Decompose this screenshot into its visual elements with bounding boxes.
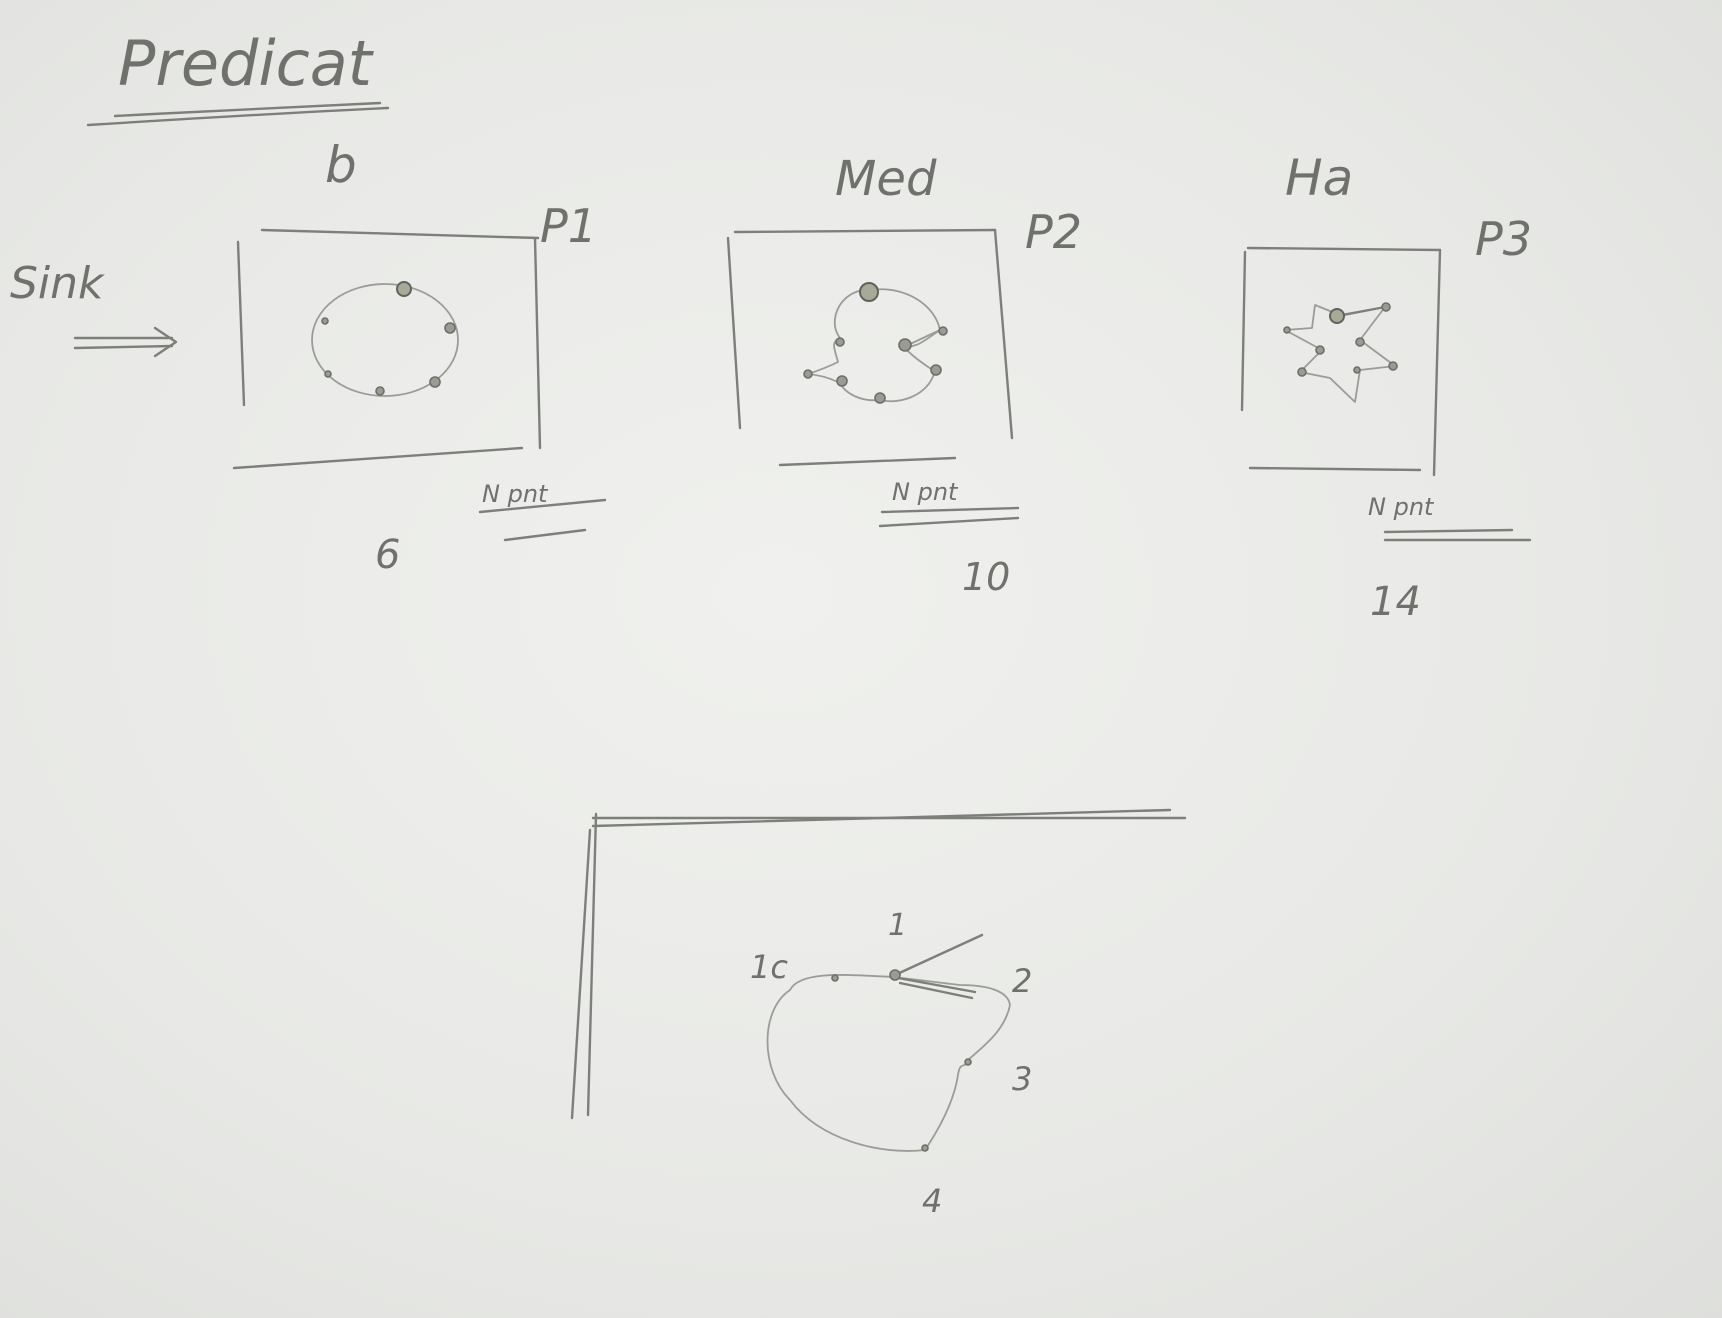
panel-p1-point [324,370,332,378]
detail-ray [893,933,984,977]
input-label: Sink [10,258,105,309]
panel-p2-point [898,338,912,352]
panel-p2-annotation-underline-2 [878,516,1020,528]
detail-ray-double [896,976,977,994]
detail-ray-double-2 [898,981,974,1000]
detail-label-1c: 1c [750,948,788,986]
panel-p1-annotation-underline [478,498,607,514]
panel-p1-count: 6 [375,532,400,578]
detail-contour [766,974,1011,1152]
panel-p3-name: P3 [1475,212,1532,266]
panel-p3-point [1353,366,1361,374]
panel-p3-point [1381,302,1391,312]
panel-p3-annotation: N pnt [1368,493,1435,521]
panel-p3-edge [1336,305,1387,318]
panel-p2-point [938,326,948,336]
detail-view: 1 2 3 4 1c [570,808,1187,1220]
panel-p1-point [429,376,441,388]
title-text: Predicat [118,27,375,100]
panel-p3-point [1297,367,1307,377]
panel-p1-point [444,322,456,334]
detail-point [831,974,839,982]
panel-p2: Med P2 N pnt 10 [726,151,1082,599]
panel-p2-edge [907,329,941,346]
detail-label-3: 3 [1012,1060,1032,1098]
panel-p2-count: 10 [962,555,1010,599]
detail-label-4: 4 [922,1182,942,1220]
panel-p2-point [874,392,886,404]
panel-p1-point [321,317,329,325]
panel-p1-frame [232,228,542,470]
panel-p3-seed-point [1329,308,1345,324]
panel-p2-point [803,369,813,379]
panel-p3: Ha P3 N pnt 14 [1240,149,1532,625]
panel-p1-point [375,386,385,396]
detail-frame [570,808,1187,1120]
panel-p2-annotation-underline [880,506,1020,514]
detail-label-1: 1 [888,908,907,943]
panel-p1: b P1 N pnt 6 [232,136,607,578]
detail-point [921,1144,929,1152]
panel-p2-level: Med [835,151,937,207]
detail-point [964,1058,972,1066]
input-arrow [73,326,178,358]
panel-p3-point [1355,337,1365,347]
panel-p1-annotation: N pnt [482,480,549,508]
panel-p3-point [1315,345,1325,355]
panel-p2-contour [807,288,941,403]
panel-p3-count: 14 [1370,579,1421,625]
panel-p2-annotation: N pnt [892,478,959,506]
panel-p1-annotation-underline-2 [503,528,587,542]
title-underline [86,106,390,127]
panel-p3-point [1283,326,1291,334]
panel-p1-name: P1 [540,199,597,253]
panel-p2-seed-point [859,282,879,302]
panel-p2-point [835,337,845,347]
title-underline-double [113,101,382,118]
panel-p2-point [930,364,942,376]
panel-p2-point [836,375,848,387]
detail-seed-point [889,969,901,981]
panel-p3-annotation-underline [1383,528,1514,534]
panel-p3-point [1388,361,1398,371]
panel-p1-level: b [325,136,357,194]
detail-label-2: 2 [1012,962,1032,1000]
panel-p3-frame [1240,246,1442,477]
panel-p2-name: P2 [1025,205,1082,259]
panel-p2-frame [726,228,1014,467]
panel-p3-level: Ha [1285,149,1353,207]
panel-p1-seed-point [396,281,412,297]
panel-p1-contour [311,283,459,397]
